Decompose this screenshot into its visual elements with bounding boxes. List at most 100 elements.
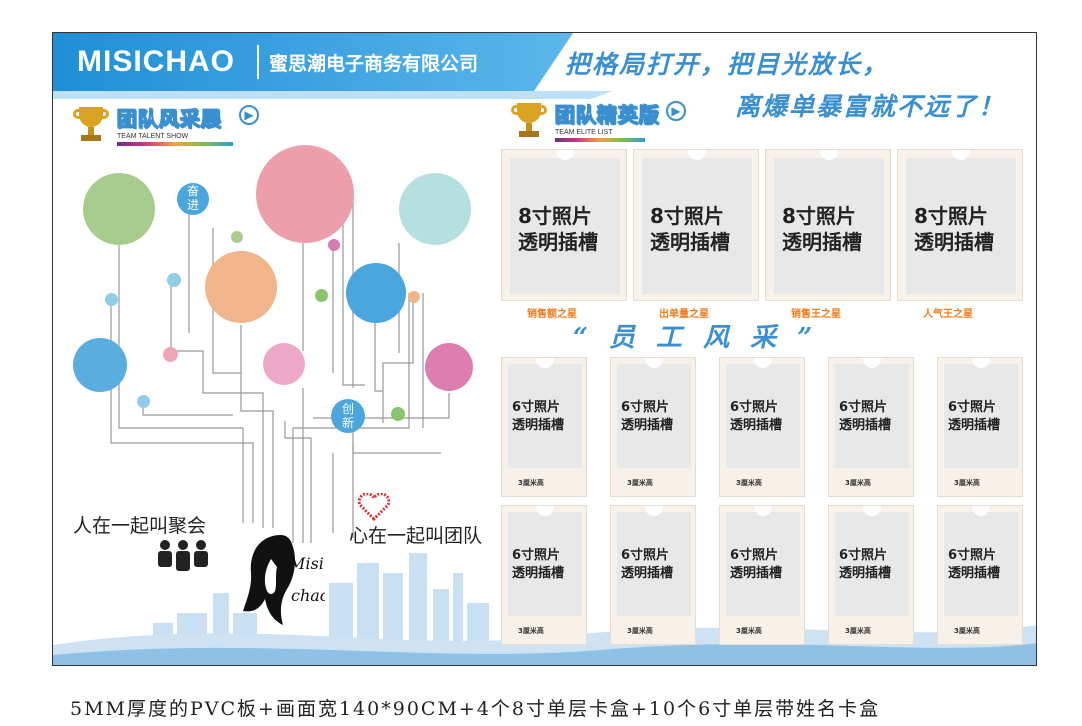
company-name: 蜜思潮电子商务有限公司 [269,53,479,75]
chevron-right-icon: ▶ [239,105,259,125]
dot [391,407,405,421]
dot [163,347,178,362]
big-photo-slot: 8寸照片透明插槽 [897,149,1023,301]
star-award-label: 销售王之星 [791,309,841,320]
svg-text:chao: chao [291,586,325,605]
slot-type-label: 透明插槽 [948,418,1001,433]
blue-bubble-small [73,338,127,392]
chevron-right-icon: ▶ [666,101,686,121]
chuang-bubble [331,399,365,433]
fen-bubble [177,183,209,215]
staff-title: “ 员 工 风 采 ” [573,323,819,353]
color-bar [555,138,645,142]
small-photo-slot: 6寸照片透明插槽 3厘米高 [937,357,1023,497]
slot-size-label: 8寸照片 [782,204,856,228]
header-sweep [53,91,613,99]
trophy-icon [71,103,111,145]
color-bar [117,142,233,146]
name-card-height-label: 3厘米高 [845,627,871,635]
slot-size-label: 8寸照片 [650,204,724,228]
teal-bubble [399,173,471,245]
display-board: MISICHAO 蜜思潮电子商务有限公司 把格局打开，把目光放长， 离爆单暴富就… [52,32,1037,666]
small-photo-slot: 6寸照片透明插槽 3厘米高 [501,505,587,645]
name-card-height-label: 3厘米高 [736,479,762,487]
pink-bubble-large [256,145,354,243]
slot-size-label: 6寸照片 [730,548,779,563]
brand-divider [257,45,259,79]
slogan-team: 心在一起叫团队 [349,525,483,547]
tree-lines [110,193,450,543]
name-card-height-label: 3厘米高 [954,627,980,635]
dot [105,293,118,306]
slot-type-label: 透明插槽 [782,230,862,254]
elite-title: 团队精英版 [555,103,660,128]
name-card-height-label: 3厘米高 [736,627,762,635]
slot-size-label: 6寸照片 [621,548,670,563]
slot-size-label: 6寸照片 [839,400,888,415]
slot-size-label: 6寸照片 [948,400,997,415]
svg-text:Misi: Misi [288,554,324,573]
team-show-subtitle: TEAM TALENT SHOW [117,133,189,140]
big-photo-slot: 8寸照片透明插槽 [633,149,759,301]
slot-type-label: 透明插槽 [512,418,565,433]
header-band [53,33,573,95]
big-photo-slot: 8寸照片透明插槽 [765,149,891,301]
elite-subtitle: TEAM ELITE LIST [555,129,613,136]
blue-bubble [346,263,406,323]
name-card-height-label: 3厘米高 [954,479,980,487]
slogan-gathering: 人在一起叫聚会 [73,515,207,537]
trophy-icon [509,99,549,141]
slot-size-label: 6寸照片 [730,400,779,415]
dot [137,395,150,408]
slot-type-label: 透明插槽 [914,230,994,254]
slot-size-label: 6寸照片 [948,548,997,563]
slot-type-label: 透明插槽 [730,566,783,581]
big-photo-slot: 8寸照片透明插槽 [501,149,627,301]
dot [408,291,420,303]
name-card-height-label: 3厘米高 [845,479,871,487]
misichao-woman-logo: Misi chao [243,535,325,625]
slot-type-label: 透明插槽 [518,230,598,254]
dot [231,231,243,243]
elite-heading: 团队精英版 TEAM ELITE LIST ▶ [509,99,686,142]
slot-type-label: 透明插槽 [621,566,674,581]
name-card-height-label: 3厘米高 [627,627,653,635]
slot-type-label: 透明插槽 [512,566,565,581]
name-card-height-label: 3厘米高 [627,479,653,487]
magenta-bubble [425,343,473,391]
slogan-line-2: 离爆单暴富就不远了！ [735,92,1006,121]
slot-size-label: 6寸照片 [512,400,561,415]
small-photo-slot: 6寸照片透明插槽 3厘米高 [719,505,805,645]
chuang-bubble-text: 创 新 [341,402,354,430]
star-award-label: 出单量之星 [659,309,709,320]
slot-type-label: 透明插槽 [730,418,783,433]
slot-size-label: 6寸照片 [512,548,561,563]
green-bubble [83,173,155,245]
brand-logo: MISICHAO [77,45,235,78]
star-award-label: 人气王之星 [923,309,973,320]
dot [167,273,181,287]
small-photo-slot: 6寸照片透明插槽 3厘米高 [828,357,914,497]
slogan-line-1: 把格局打开，把目光放长， [565,50,890,79]
small-photo-slot: 6寸照片透明插槽 3厘米高 [610,357,696,497]
product-caption: 5MM厚度的PVC板+画面宽140*90CM+4个8寸单层卡盒+10个6寸单层带… [70,698,881,720]
people-icon [158,540,208,571]
slot-size-label: 8寸照片 [914,204,988,228]
team-show-heading: 团队风采展 TEAM TALENT SHOW ▶ [71,103,259,146]
small-photo-slot: 6寸照片透明插槽 3厘米高 [719,357,805,497]
dot [315,289,328,302]
slot-size-label: 6寸照片 [621,400,670,415]
dot [328,239,340,251]
pink-bubble-small [263,343,305,385]
slot-type-label: 透明插槽 [839,418,892,433]
star-award-label: 销售额之星 [527,309,577,320]
slot-size-label: 8寸照片 [518,204,592,228]
small-photo-slot: 6寸照片透明插槽 3厘米高 [610,505,696,645]
slot-type-label: 透明插槽 [621,418,674,433]
slot-type-label: 透明插槽 [650,230,730,254]
name-card-height-label: 3厘米高 [518,627,544,635]
slot-size-label: 6寸照片 [839,548,888,563]
